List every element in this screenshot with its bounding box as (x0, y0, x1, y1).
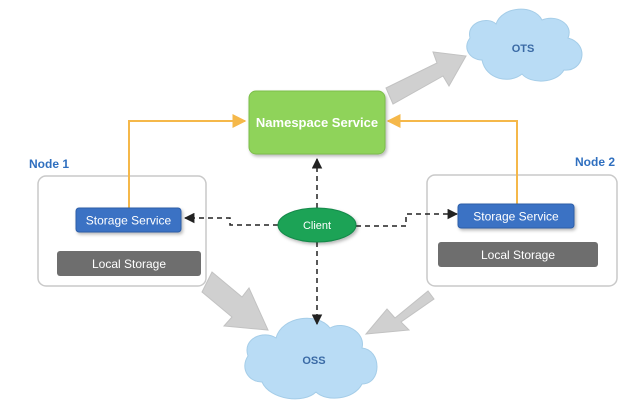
storage-service-left-box (75, 207, 182, 233)
arrow-left-to-oss (201, 271, 269, 331)
arrow-to-ots (385, 51, 467, 105)
storage-service-left-label: Storage Service (86, 214, 172, 228)
local-storage-left-label: Local Storage (92, 257, 166, 271)
client-node (277, 207, 357, 243)
arrow-right-to-oss (364, 290, 435, 335)
node1-label: Node 1 (29, 157, 69, 171)
namespace-service-label: Namespace Service (256, 115, 378, 130)
ots-cloud (466, 8, 583, 82)
node2-container (426, 174, 618, 287)
oss-label: OSS (302, 355, 325, 367)
storage-service-right-box (457, 203, 575, 229)
storage-service-right-label: Storage Service (473, 210, 559, 224)
local-storage-right-box (438, 242, 598, 267)
node2-label: Node 2 (575, 155, 615, 169)
dashed-client-to-storage-right (356, 208, 459, 227)
oss-cloud (244, 317, 378, 400)
local-storage-left-box (57, 251, 201, 276)
namespace-service-box (248, 90, 386, 155)
ots-label: OTS (512, 43, 535, 55)
orange-line-right (386, 114, 518, 204)
client-label: Client (303, 220, 331, 232)
orange-line-left (128, 114, 247, 208)
local-storage-right-label: Local Storage (481, 248, 555, 262)
